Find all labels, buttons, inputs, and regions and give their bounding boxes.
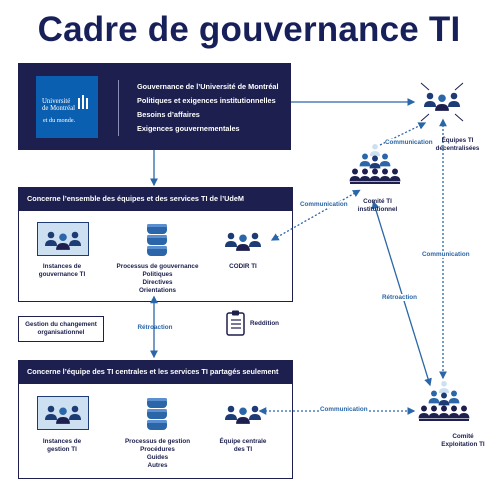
logo-line1: Université bbox=[42, 98, 71, 105]
context-item: Besoins d’affaires bbox=[137, 110, 200, 119]
divider bbox=[118, 80, 119, 136]
team-icon bbox=[45, 231, 81, 250]
clipboard-icon bbox=[226, 310, 245, 336]
edge-label: Communication bbox=[422, 251, 470, 258]
scope-box-header: Concerne l’équipe des TI centrales et le… bbox=[19, 361, 292, 384]
team-icon bbox=[225, 232, 261, 251]
edge-label: Communication bbox=[300, 201, 348, 208]
item-label: CODIR TI bbox=[229, 263, 257, 270]
logo-tagline: et du monde. bbox=[43, 117, 76, 124]
rays bbox=[420, 82, 464, 122]
edge-label: Communication bbox=[320, 406, 368, 413]
stack-icon bbox=[147, 224, 167, 256]
team-icon-frame bbox=[37, 222, 89, 256]
team-icon bbox=[225, 405, 261, 424]
udem-logo: Université de Montréal et du monde. bbox=[36, 76, 98, 138]
edge-label: Rétroaction bbox=[382, 294, 417, 301]
stack-icon bbox=[147, 398, 167, 430]
reddition-label: Reddition bbox=[250, 320, 280, 327]
committee-icon bbox=[349, 143, 401, 184]
scope-box-header: Concerne l’ensemble des équipes et des s… bbox=[19, 188, 292, 211]
team-icon-frame bbox=[37, 396, 89, 430]
logo-emblem-icon bbox=[78, 95, 88, 109]
edge-label: Communication bbox=[385, 139, 433, 146]
committee-icon bbox=[418, 380, 470, 421]
page-title: Cadre de gouvernance TI bbox=[37, 10, 461, 49]
context-item: Politiques et exigences institutionnelle… bbox=[137, 96, 276, 105]
context-item: Gouvernance de l’Université de Montréal bbox=[137, 82, 279, 91]
context-item: Exigences gouvernementales bbox=[137, 124, 240, 133]
team-icon bbox=[45, 405, 81, 424]
logo-line2: de Montréal bbox=[42, 105, 76, 112]
team-icon bbox=[424, 92, 460, 111]
